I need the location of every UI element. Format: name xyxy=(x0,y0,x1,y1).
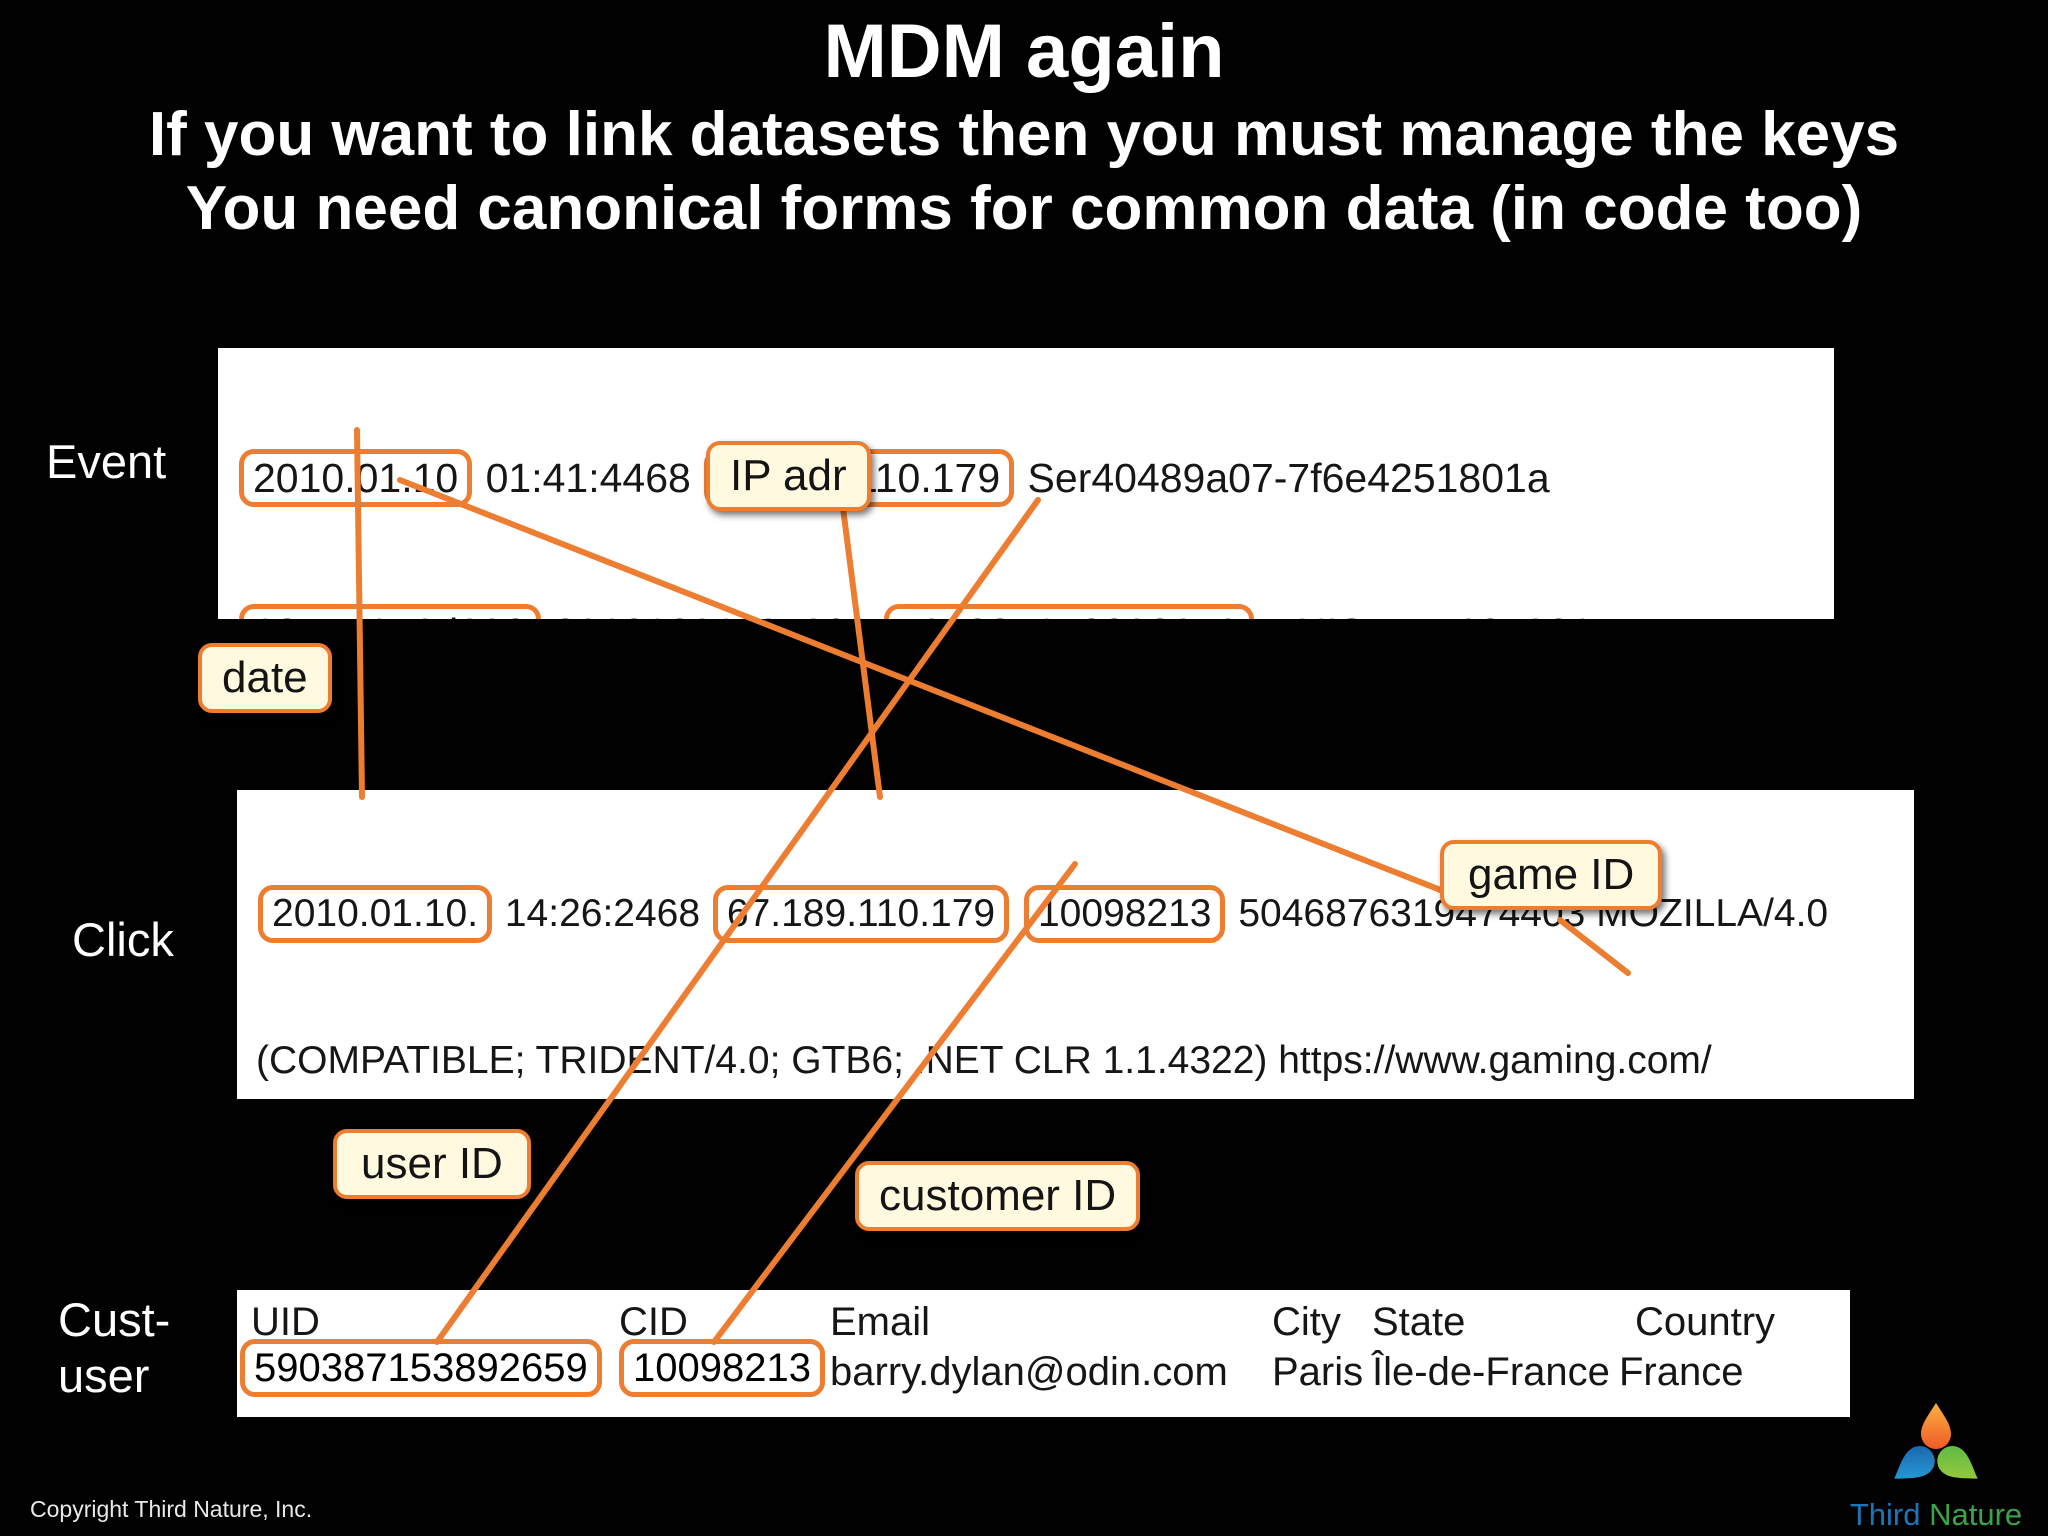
custuser-email-cell: barry.dylan@odin.com xyxy=(830,1350,1228,1394)
custuser-cid-cell: 10098213 xyxy=(617,1339,827,1397)
event-gameid-highlight: 13ae51a6d092 xyxy=(239,604,541,619)
logo-petal-blue xyxy=(1894,1445,1935,1479)
page-title: MDM again xyxy=(823,9,1225,94)
brand-space xyxy=(1920,1497,1929,1532)
event-record-box: 2010.01.10 01:41:4468 67.189.110.179 Ser… xyxy=(218,348,1834,619)
customer-id-callout: customer ID xyxy=(855,1161,1141,1231)
custuser-country-cell: France xyxy=(1619,1350,1744,1394)
custuser-label-line2: user xyxy=(58,1349,150,1402)
user-id-callout: user ID xyxy=(333,1129,531,1199)
custuser-header-email: Email xyxy=(830,1300,931,1344)
third-nature-logo: Third Nature xyxy=(1836,1401,2036,1532)
click-dataset-label: Click xyxy=(72,913,174,966)
brand-word-nature: Nature xyxy=(1929,1497,2023,1532)
click-record-line: 2010.01.10. 14:26:2468 67.189.110.179 10… xyxy=(256,884,1914,943)
click-record-line: (COMPATIBLE; TRIDENT/4.0; GTB6; .NET CLR… xyxy=(256,1039,1712,1082)
subtitle-line-1: If you want to link datasets then you mu… xyxy=(148,100,1900,169)
custuser-label-line1: Cust- xyxy=(58,1293,171,1346)
click-date-highlight: 2010.01.10. xyxy=(258,885,493,943)
logo-petal-orange xyxy=(1921,1403,1951,1449)
third-nature-logo-icon xyxy=(1894,1403,1978,1479)
custuser-uid-highlight: 590387153892659 xyxy=(240,1339,602,1397)
custuser-uid-cell: 590387153892659 xyxy=(238,1339,604,1397)
event-record-line: 13ae51a6d092 30121201165031 590387153892… xyxy=(237,603,1834,619)
event-dataset-label: Event xyxy=(46,435,167,488)
click-record-box: 2010.01.10. 14:26:2468 67.189.110.179 10… xyxy=(237,790,1914,1099)
event-record-line: 2010.01.10 01:41:4468 67.189.110.179 Ser… xyxy=(237,448,1834,509)
custuser-state-cell: Île-de-France xyxy=(1372,1350,1610,1394)
brand-word-third: Third xyxy=(1849,1497,1921,1532)
custuser-header-uid: UID xyxy=(251,1300,320,1344)
ip-address-callout: IP adr xyxy=(706,441,871,511)
custuser-dataset-label: Cust- user xyxy=(58,1292,170,1404)
custuser-header-state: State xyxy=(1372,1300,1466,1344)
event-date-highlight: 2010.01.10 xyxy=(239,449,473,507)
game-id-callout: game ID xyxy=(1440,840,1663,910)
date-callout: date xyxy=(198,643,332,713)
custuser-city-cell: Paris xyxy=(1272,1350,1364,1394)
click-ip-highlight: 67.189.110.179 xyxy=(712,885,1010,943)
title-block: MDM again If you want to link datasets t… xyxy=(0,6,2048,246)
copyright-text: Copyright Third Nature, Inc. xyxy=(30,1496,313,1522)
click-customerid-highlight: 10098213 xyxy=(1023,885,1226,943)
custuser-header-city: City xyxy=(1272,1300,1341,1344)
event-userid-highlight: 590387153892659 xyxy=(883,604,1254,619)
subtitle-line-2: You need canonical forms for common data… xyxy=(185,174,1863,243)
custuser-cid-highlight: 10098213 xyxy=(619,1339,825,1397)
logo-petal-green xyxy=(1937,1445,1978,1479)
third-nature-wordmark: Third Nature xyxy=(1836,1498,2036,1532)
custuser-header-country: Country xyxy=(1635,1300,1776,1344)
